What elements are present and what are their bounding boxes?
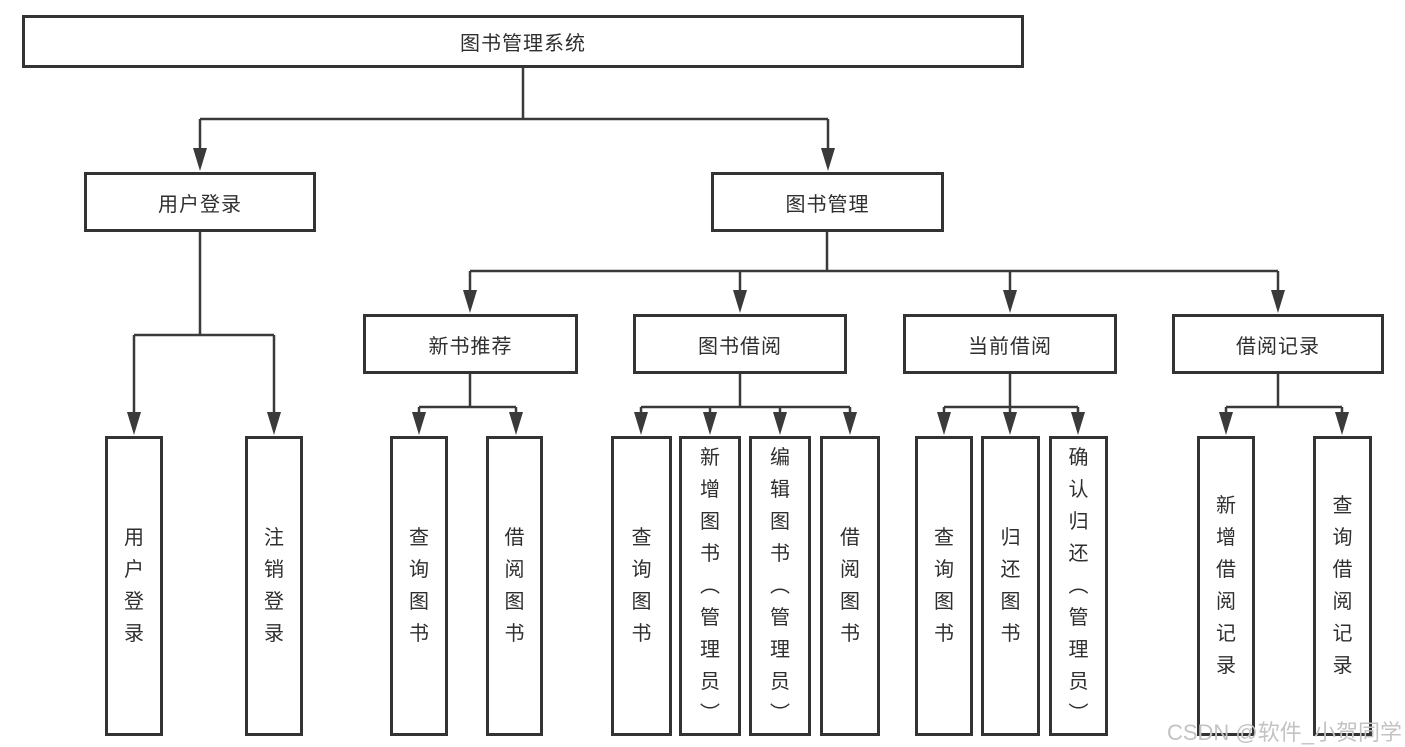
- arrow-down-icon: [733, 290, 747, 313]
- arrow-down-icon: [1219, 412, 1233, 435]
- node-book-borrow: 图书借阅: [633, 314, 847, 374]
- connector-current-borrow-to-leaves: [942, 374, 1080, 414]
- leaf-confirm-return-admin: 确 认 归 还 ︵ 管 理 员 ︶: [1049, 436, 1108, 736]
- arrow-down-icon: [703, 412, 717, 435]
- node-current-borrow: 当前借阅: [903, 314, 1117, 374]
- leaf-user-login: 用 户 登 录: [105, 436, 163, 736]
- connector-new-book-to-leaves: [417, 374, 518, 414]
- leaf-label: 查 询 图 书: [409, 527, 429, 645]
- leaf-logout: 注 销 登 录: [245, 436, 303, 736]
- leaf-edit-book-admin: 编 辑 图 书 ︵ 管 理 员 ︶: [749, 436, 811, 736]
- connector-borrow-record-to-leaves: [1224, 374, 1344, 414]
- arrow-down-icon: [1003, 290, 1017, 313]
- node-label: 图书管理: [785, 193, 870, 216]
- arrow-down-icon: [193, 148, 207, 171]
- arrow-down-icon: [937, 412, 951, 435]
- connector-book-borrow-to-leaves: [639, 374, 852, 414]
- node-new-book-recommend: 新书推荐: [363, 314, 578, 374]
- leaf-return-book: 归 还 图 书: [981, 436, 1040, 736]
- arrow-down-icon: [843, 412, 857, 435]
- node-user-login: 用户登录: [84, 172, 316, 232]
- leaf-label: 编 辑 图 书 ︵ 管 理 员 ︶: [770, 447, 790, 725]
- leaf-label: 新 增 图 书 ︵ 管 理 员 ︶: [700, 447, 720, 725]
- leaf-add-borrow-record: 新 增 借 阅 记 录: [1197, 436, 1255, 736]
- leaf-label: 借 阅 图 书: [504, 527, 525, 645]
- leaf-label: 注 销 登 录: [264, 527, 284, 645]
- node-root: 图书管理系统: [22, 15, 1024, 68]
- node-book-management: 图书管理: [711, 172, 944, 232]
- leaf-add-book-admin: 新 增 图 书 ︵ 管 理 员 ︶: [679, 436, 741, 736]
- leaf-label: 用 户 登 录: [124, 527, 144, 645]
- leaf-label: 新 增 借 阅 记 录: [1216, 495, 1236, 677]
- arrow-down-icon: [1071, 412, 1085, 435]
- node-label: 用户登录: [158, 193, 242, 216]
- watermark-text: CSDN @软件_小贺同学: [1166, 720, 1402, 745]
- node-label: 当前借阅: [968, 335, 1052, 358]
- arrowheads: [127, 148, 1349, 435]
- arrow-down-icon: [463, 290, 477, 313]
- arrow-down-icon: [509, 412, 523, 435]
- arrow-down-icon: [267, 412, 281, 435]
- leaf-borrow-book-1: 借 阅 图 书: [486, 436, 543, 736]
- leaf-query-book-1: 查 询 图 书: [390, 436, 448, 736]
- arrow-down-icon: [1335, 412, 1349, 435]
- arrow-down-icon: [821, 148, 835, 171]
- leaf-label: 归 还 图 书: [1000, 527, 1021, 645]
- leaf-query-book-3: 查 询 图 书: [915, 436, 973, 736]
- leaf-label: 确 认 归 还 ︵ 管 理 员 ︶: [1068, 447, 1089, 725]
- arrow-down-icon: [1003, 412, 1017, 435]
- node-borrow-record: 借阅记录: [1172, 314, 1384, 374]
- node-label: 图书借阅: [698, 335, 782, 358]
- arrow-down-icon: [412, 412, 426, 435]
- node-root-label: 图书管理系统: [460, 33, 586, 55]
- arrow-down-icon: [634, 412, 648, 435]
- connector-book-management-to-level3: [468, 232, 1280, 292]
- node-label: 借阅记录: [1236, 335, 1320, 358]
- leaf-label: 查 询 图 书: [934, 527, 954, 645]
- connector-root-to-level2: [198, 68, 830, 150]
- leaf-label: 借 阅 图 书: [840, 527, 860, 645]
- arrow-down-icon: [1271, 290, 1285, 313]
- node-label: 新书推荐: [428, 335, 513, 358]
- arrow-down-icon: [773, 412, 787, 435]
- leaf-label: 查 询 借 阅 记 录: [1332, 495, 1353, 677]
- connector-user-login-to-leaves: [132, 232, 276, 414]
- leaf-query-borrow-record: 查 询 借 阅 记 录: [1313, 436, 1372, 736]
- arrow-down-icon: [127, 412, 141, 435]
- leaf-query-book-2: 查 询 图 书: [611, 436, 672, 736]
- leaf-borrow-book-2: 借 阅 图 书: [820, 436, 880, 736]
- leaf-label: 查 询 图 书: [631, 527, 652, 645]
